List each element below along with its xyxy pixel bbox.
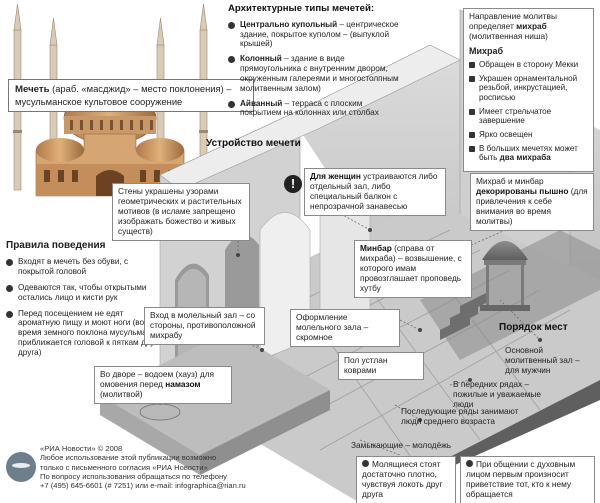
bullet-icon (469, 145, 475, 152)
type-item-central-dome: Центрально купольный – центрическое здан… (228, 20, 404, 50)
bullet-icon (466, 460, 473, 467)
rule-item: Одеваются так, чтобы открытыми остались … (6, 283, 166, 303)
callout-carpets: Пол устлан коврами (338, 352, 424, 380)
bullet-icon (228, 100, 235, 108)
bullet-icon (362, 460, 369, 467)
note-main-hall: Основной молитвенный зал – для мужчин (505, 345, 580, 375)
callout-hauz: Во дворе – водоем (хауз) для омовения пе… (94, 366, 232, 404)
rule-item: Входят в мечеть без обуви, с покрытой го… (6, 257, 166, 277)
note-front-rows: В передних рядах – пожилые и уважаемые л… (453, 379, 542, 409)
note-closing: Замыкающие – молодёжь (351, 440, 452, 450)
mihrab-item: Ярко освещен (469, 130, 588, 140)
callout-minbar: Минбар (справа от михраба) – возвышение,… (354, 240, 472, 298)
type-text: – центрическое здание, покрытое куполом … (240, 19, 399, 49)
ria-logo-icon (6, 452, 36, 482)
callout-women: Для женщин устраиваются либо отдельный з… (304, 168, 446, 216)
callout-walls: Стены украшены узорами геометрических и … (112, 183, 250, 241)
mosque-term: Мечеть (15, 84, 50, 95)
bullet-icon (6, 259, 13, 267)
callout-decor: Оформление молельного зала – скромное (290, 309, 400, 347)
rules-title: Правила поведения (6, 240, 106, 251)
behavior-rules: Правила поведения Входят в мечеть без об… (6, 240, 166, 364)
type-text: – терраса с плоским покрытием на колонна… (240, 98, 379, 118)
mihrab-intro: Направление молитвы определяет михраб (м… (469, 11, 557, 41)
callout-entrance: Вход в молельный зал – со стороны, проти… (144, 307, 265, 345)
architecture-types-title: Архитектурные типы мечетей: (228, 3, 375, 14)
structure-title: Устройство мечети (206, 138, 301, 149)
bullet-icon (469, 75, 475, 82)
type-term: Центрально купольный (240, 19, 338, 29)
bullet-icon (6, 310, 13, 318)
mihrab-panel: Направление молитвы определяет михраб (м… (463, 8, 594, 173)
order-title: Порядок мест (499, 322, 568, 333)
mihrab-item: Украшен орнаментальной резьбой, инкруста… (469, 74, 588, 103)
bullet-icon (469, 61, 475, 68)
copyright-footer: «РИА Новости» © 2008 Любое использование… (40, 444, 246, 490)
bullet-icon (469, 108, 475, 115)
mihrab-item: В больших мечетях может быть два михраба (469, 144, 588, 163)
type-term: Колонный (240, 54, 282, 64)
mihrab-item: Обращен в сторону Мекки (469, 60, 588, 70)
callout-praying: Молящиеся стоят достаточно плотно, чувст… (356, 456, 456, 503)
architecture-types: Архитектурные типы мечетей: Центрально к… (228, 3, 404, 123)
bullet-icon (228, 56, 235, 64)
mihrab-heading: Михраб (469, 45, 504, 56)
note-last-rows: Последующие ряды занимают люди среднего … (401, 406, 519, 426)
rule-item: Перед посещением не едят ароматную пищу … (6, 309, 166, 358)
callout-mihrab-minbar: Михраб и минбар декорированы пышно (для … (470, 173, 594, 231)
mosque-definition-text: (араб. «масджид» – место поклонения) – м… (15, 83, 232, 107)
type-text: – здание в виде прямоугольника с внутрен… (240, 54, 399, 93)
type-item-aivan: Айванный – терраса с плоским покрытием н… (228, 99, 404, 119)
mosque-definition: Мечеть (араб. «масджид» – место поклонен… (8, 79, 254, 112)
exclamation-icon: ! (284, 175, 302, 193)
mihrab-item: Имеет стрельчатое завершение (469, 107, 588, 126)
type-term: Айванный (240, 98, 283, 108)
bullet-icon (469, 132, 475, 139)
callout-greeting: При общении с духовным лицом первым прои… (460, 456, 595, 503)
bullet-icon (228, 21, 235, 29)
type-item-column: Колонный – здание в виде прямоугольника … (228, 54, 404, 93)
bullet-icon (6, 284, 13, 292)
